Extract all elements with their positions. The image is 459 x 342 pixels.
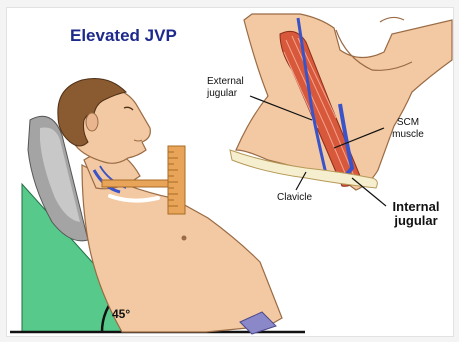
label-clavicle: Clavicle [277,192,312,203]
label-external-jugular: External jugular [207,76,265,100]
inset-chin [380,17,404,22]
vertical-ruler [168,146,185,214]
patient-ear [86,113,98,131]
nipple [182,236,187,241]
label-scm-muscle: SCM muscle [388,117,428,141]
diagram-title: Elevated JVP [70,26,177,46]
label-angle: 45° [112,307,130,321]
label-internal-jugular: Internal jugular [386,200,446,228]
